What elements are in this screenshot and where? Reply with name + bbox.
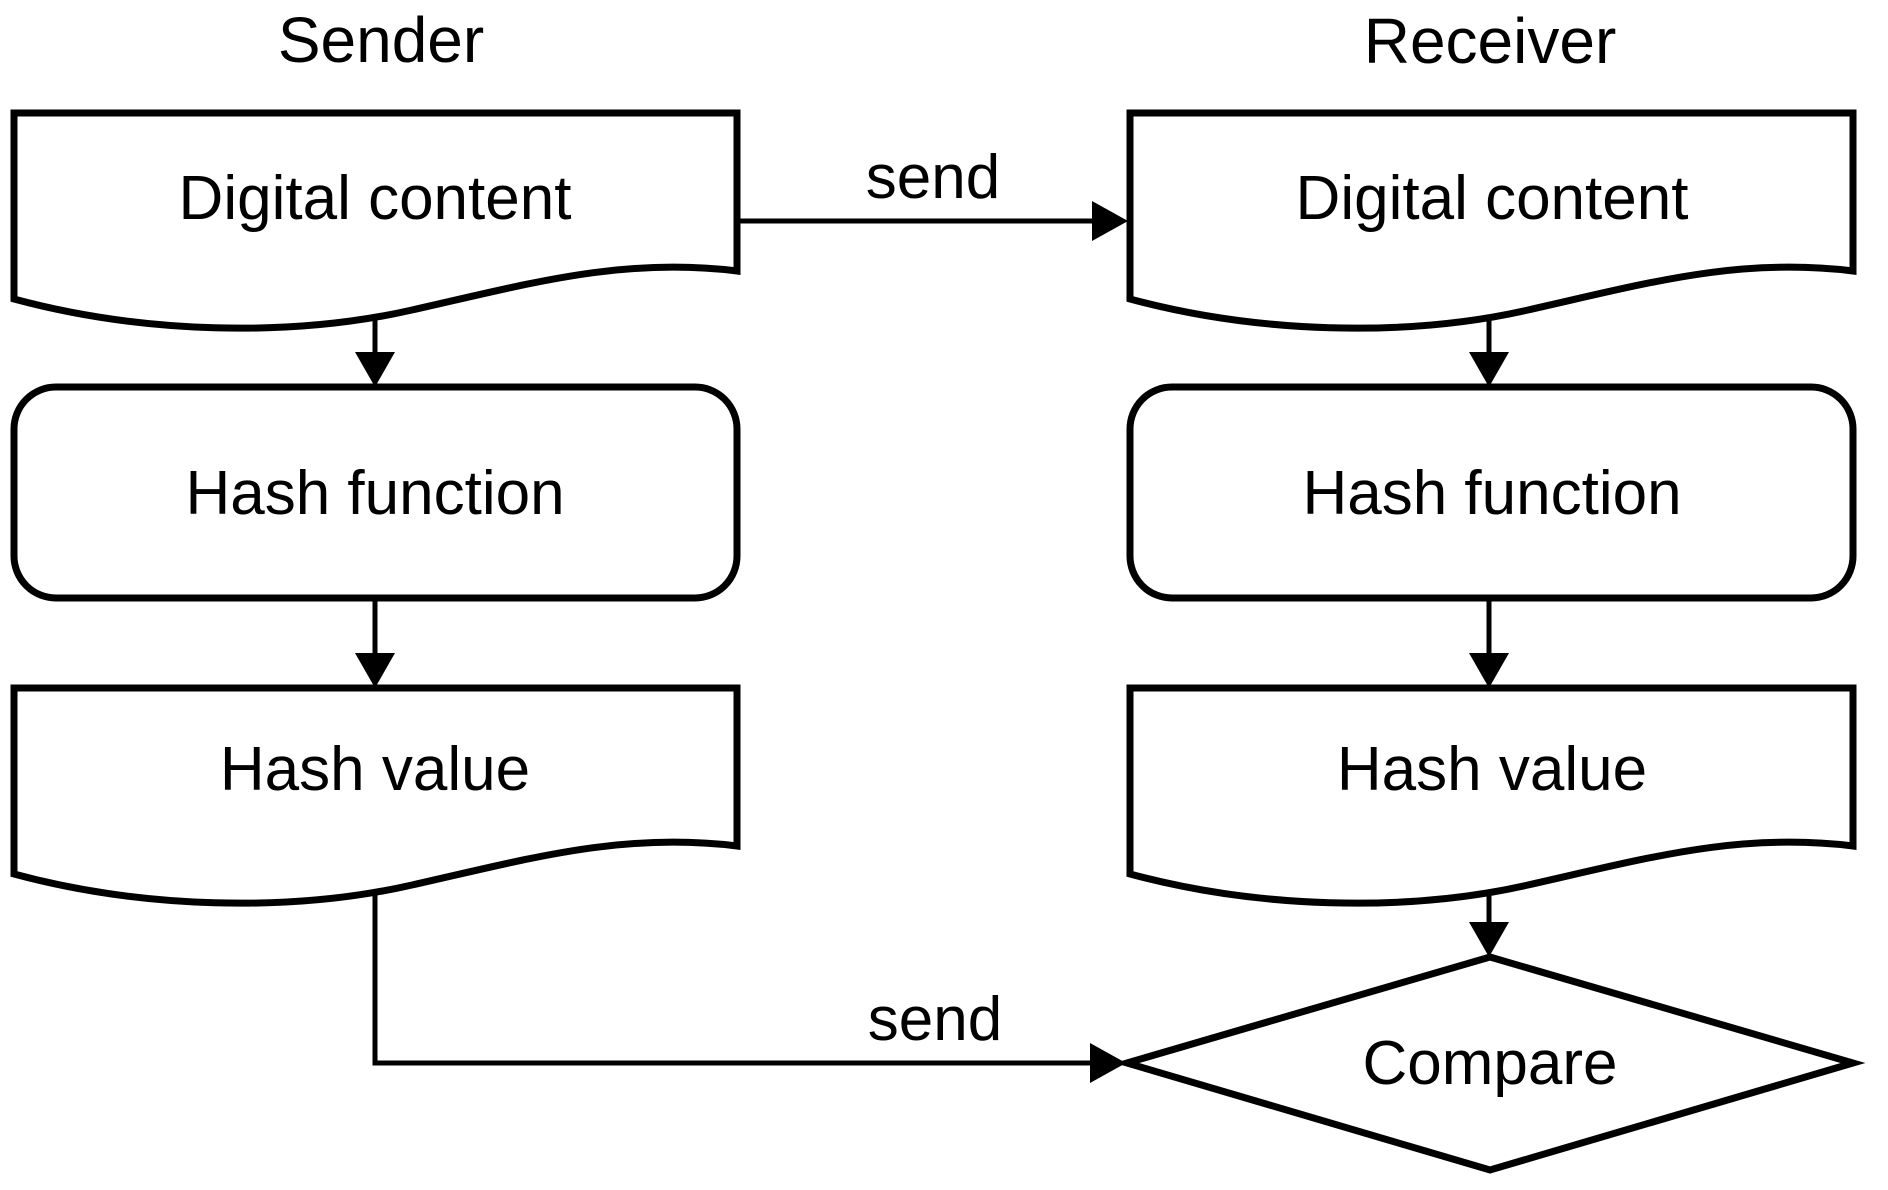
arrowhead-receiver-hashfn: [1469, 352, 1509, 387]
receiver-column-title: Receiver: [1363, 5, 1617, 77]
sender-hash-value-label: Hash value: [219, 735, 531, 804]
receiver-hash-value-shape: [1126, 684, 1857, 907]
arrowhead-send-digital-content: [1092, 201, 1128, 241]
node-shape-group: [10, 109, 1866, 1174]
arrowhead-receiver-compare: [1469, 922, 1509, 957]
send-edge-label-top: send: [865, 143, 1001, 212]
sender-hash-function-shape: [10, 383, 741, 602]
receiver-hash-value-label: Hash value: [1336, 735, 1648, 804]
arrowhead-sender-hashfn: [355, 352, 395, 387]
receiver-hash-function-shape: [1126, 383, 1857, 602]
edge-group: [355, 201, 1509, 1083]
sender-hash-function-label: Hash function: [185, 459, 565, 528]
sender-hash-value-shape: [10, 684, 741, 907]
sender-digital-content-label: Digital content: [178, 164, 572, 233]
arrowhead-send-hash-value: [1090, 1043, 1126, 1083]
send-edge-label-bottom: send: [867, 985, 1003, 1054]
receiver-hash-function-label: Hash function: [1302, 459, 1682, 528]
sender-column-title: Sender: [277, 4, 485, 76]
compare-label: Compare: [1362, 1029, 1618, 1098]
sender-digital-content-shape: [10, 109, 741, 332]
arrowhead-sender-hashval: [355, 653, 395, 688]
edge-send-hash-value: [372, 884, 1092, 1066]
receiver-digital-content-label: Digital content: [1295, 164, 1689, 233]
receiver-compare-shape: [1114, 953, 1866, 1174]
arrowhead-receiver-hashval: [1469, 653, 1509, 688]
receiver-digital-content-shape: [1126, 109, 1857, 332]
